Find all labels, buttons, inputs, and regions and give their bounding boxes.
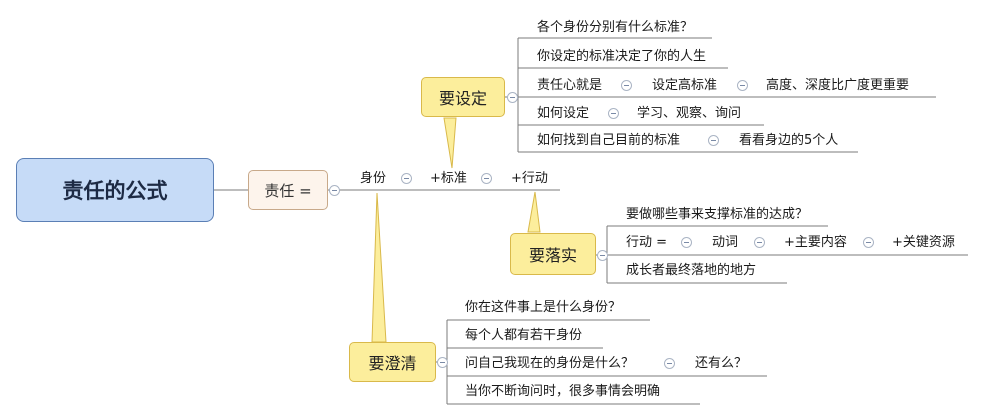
set-item-3-child[interactable]: 设定高标准 (652, 78, 718, 93)
collapse-icon[interactable] (437, 357, 448, 368)
collapse-icon[interactable] (507, 92, 518, 103)
term-identity[interactable]: 身份 (360, 171, 387, 186)
set-item-5[interactable]: 如何找到自己目前的标准 (537, 133, 681, 148)
clarify-item-3[interactable]: 问自己我现在的身份是什么？ (465, 356, 635, 371)
callout-clarify-label: 要澄清 (368, 354, 417, 373)
clarify-item-2[interactable]: 每个人都有若干身份 (465, 328, 583, 343)
formula-node[interactable]: 责任 = (248, 170, 328, 210)
execute-item-3[interactable]: 成长者最终落地的地方 (626, 263, 757, 278)
clarify-item-4[interactable]: 当你不断询问时，很多事情会明确 (465, 384, 661, 399)
collapse-icon[interactable] (481, 173, 492, 184)
formula-label: 责任 = (264, 181, 312, 200)
collapse-icon[interactable] (329, 185, 340, 196)
callout-execute[interactable]: 要落实 (510, 233, 596, 275)
collapse-icon[interactable] (621, 80, 632, 91)
collapse-icon[interactable] (708, 135, 719, 146)
set-item-4[interactable]: 如何设定 (537, 106, 590, 121)
clarify-item-3-child[interactable]: 还有么？ (695, 356, 748, 371)
collapse-icon[interactable] (681, 237, 692, 248)
execute-item-2-resource[interactable]: +关键资源 (892, 235, 955, 250)
set-item-3-grandchild[interactable]: 高度、深度比广度更重要 (766, 78, 910, 93)
execute-item-2-verb[interactable]: 动词 (712, 235, 739, 250)
root-node[interactable]: 责任的公式 (16, 158, 214, 222)
collapse-icon[interactable] (664, 358, 675, 369)
set-item-3[interactable]: 责任心就是 (537, 78, 603, 93)
collapse-icon[interactable] (863, 237, 874, 248)
clarify-item-1[interactable]: 你在这件事上是什么身份？ (465, 300, 622, 315)
set-item-5-child[interactable]: 看看身边的5个人 (739, 133, 839, 148)
set-item-1[interactable]: 各个身份分别有什么标准？ (537, 20, 694, 35)
collapse-icon[interactable] (608, 108, 619, 119)
execute-item-2[interactable]: 行动 = (626, 235, 668, 250)
callout-set[interactable]: 要设定 (421, 77, 505, 117)
collapse-icon[interactable] (754, 237, 765, 248)
term-action[interactable]: +行动 (511, 171, 548, 186)
set-item-2[interactable]: 你设定的标准决定了你的人生 (537, 49, 707, 64)
callout-set-label: 要设定 (438, 89, 487, 108)
execute-item-1[interactable]: 要做哪些事来支撑标准的达成？ (626, 207, 809, 222)
term-standard[interactable]: +标准 (430, 171, 467, 186)
callout-execute-label: 要落实 (528, 246, 577, 265)
collapse-icon[interactable] (401, 173, 412, 184)
collapse-icon[interactable] (737, 80, 748, 91)
collapse-icon[interactable] (597, 250, 608, 261)
root-title: 责任的公式 (62, 179, 168, 203)
callout-clarify[interactable]: 要澄清 (349, 342, 436, 382)
execute-item-2-content[interactable]: +主要内容 (784, 235, 847, 250)
set-item-4-child[interactable]: 学习、观察、询问 (637, 106, 742, 121)
